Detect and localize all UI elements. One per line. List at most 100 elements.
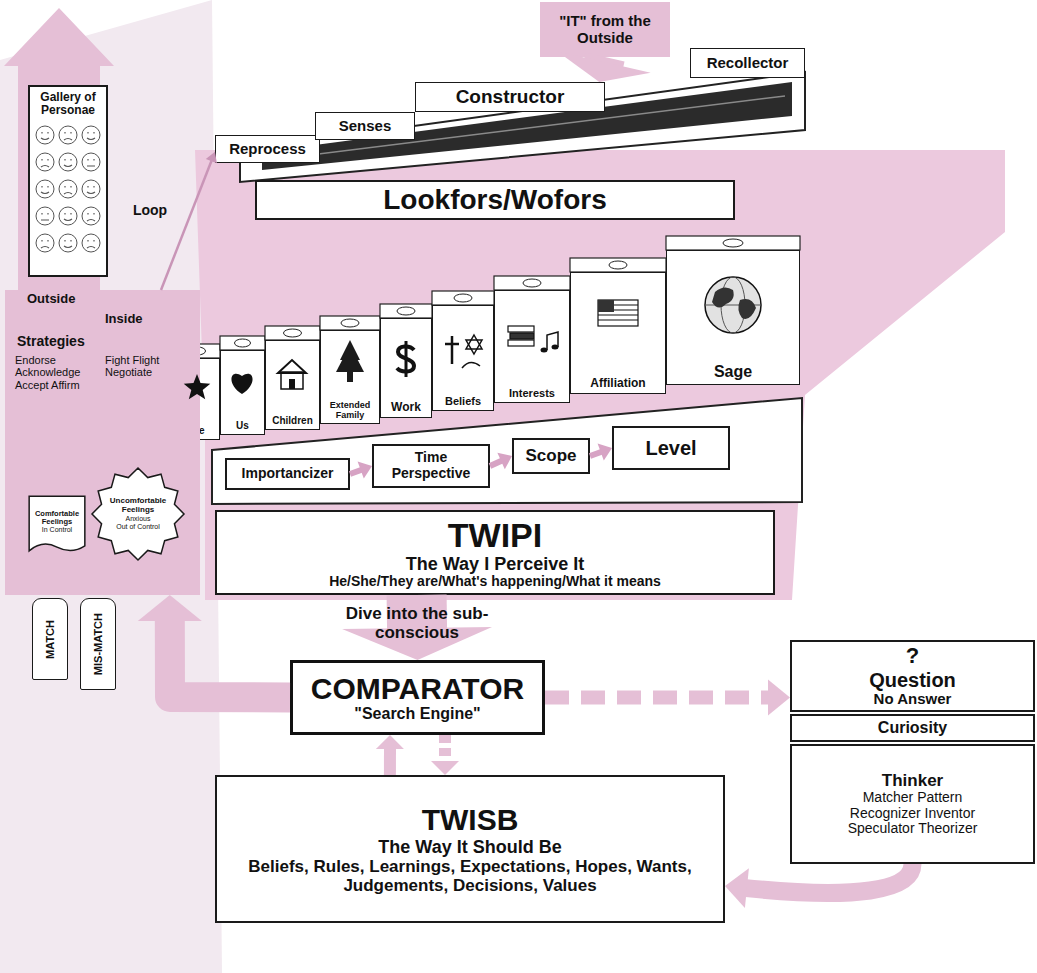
category-card: Us	[220, 350, 265, 435]
face-outline	[36, 126, 54, 144]
dollar-icon	[397, 346, 414, 371]
sensor-housing	[240, 72, 805, 182]
node-heading: Time Perspective	[377, 450, 485, 481]
text-stack: Sage	[667, 251, 799, 384]
lookfors-bar: Lookfors/Wofors	[255, 180, 735, 220]
card-tab	[494, 276, 570, 290]
connector	[161, 152, 217, 290]
arrow-head	[725, 868, 749, 908]
face-features	[41, 240, 49, 248]
node-heading: Reprocess	[229, 141, 306, 158]
sensor-tab: Recollector	[690, 48, 805, 78]
music-note	[541, 348, 548, 353]
text-stack: Beliefs	[433, 306, 493, 410]
text-stack: TWIPIThe Way I Perceive ItHe/She/They ar…	[217, 512, 773, 593]
node-text: Question	[869, 669, 956, 691]
arrow-head	[138, 595, 202, 621]
thinker-box: ThinkerMatcher Pattern Recognizer Invent…	[790, 744, 1035, 864]
filter-step: Level	[612, 426, 730, 470]
text-stack: Uncomfortable FeelingsAnxiousOut of Cont…	[92, 468, 184, 560]
text-stack: Senses	[316, 113, 414, 139]
flag-stripes	[598, 305, 638, 320]
text-stack: Gallery of Personae	[30, 87, 106, 275]
node-heading: Lookfors/Wofors	[383, 184, 606, 215]
face-features	[41, 159, 49, 167]
face-outline	[59, 234, 77, 252]
book-icon	[508, 326, 534, 332]
persona-face	[59, 126, 77, 144]
connector-line	[545, 691, 771, 705]
persona-face	[82, 126, 100, 144]
text-stack: Curiosity	[792, 716, 1033, 740]
arrow-head	[431, 761, 459, 775]
filter-step: Scope	[512, 438, 590, 474]
arrow-head	[376, 735, 404, 749]
face-features	[87, 213, 95, 221]
node-heading: "IT" from the Outside	[543, 13, 667, 47]
house-door	[289, 379, 295, 389]
face-features	[41, 132, 49, 140]
persona-face	[59, 234, 77, 252]
values-box: TWISBThe Way It Should BeBeliefs, Rules,…	[215, 775, 725, 923]
category-card: Extended Family	[320, 330, 380, 424]
text-stack: Recollector	[691, 49, 804, 77]
node-heading: Comfortable Feelings	[30, 510, 84, 527]
node-heading: MATCH	[44, 620, 56, 659]
text-stack: "IT" from the Outside	[540, 2, 670, 57]
face-outline	[82, 126, 100, 144]
match-tab: MIS-MATCH	[80, 598, 116, 690]
filter-step: Importancizer	[225, 458, 350, 490]
flag-canton	[598, 300, 614, 312]
face-outline	[59, 207, 77, 225]
arrow-head	[557, 51, 651, 82]
node-text: Out of Control	[116, 523, 160, 531]
globe-land	[712, 287, 756, 318]
input-arrow: "IT" from the Outside	[540, 2, 670, 57]
node-heading: COMPARATOR	[311, 672, 524, 706]
house-roof	[278, 360, 306, 373]
tab-ring	[397, 307, 415, 315]
node-text: The Way It Should Be	[378, 837, 561, 857]
face-features	[64, 186, 72, 194]
arrow-head	[497, 453, 512, 469]
persona-face	[59, 153, 77, 171]
text-stack: TWISBThe Way It Should BeBeliefs, Rules,…	[217, 777, 723, 921]
category-card: Beliefs	[432, 305, 494, 411]
comparator-box: COMPARATOR"Search Engine"	[290, 660, 545, 735]
persona-face	[36, 153, 54, 171]
filter-step: Time Perspective	[372, 444, 490, 488]
music-note	[552, 345, 559, 350]
sensor-tab: Constructor	[415, 82, 605, 112]
star-icon	[184, 374, 211, 399]
node-heading: Uncomfortable Feelings	[106, 497, 170, 515]
tab-ring	[454, 294, 472, 302]
persona-face	[59, 180, 77, 198]
node-heading: TWIPI	[448, 516, 542, 554]
house-wall	[281, 372, 303, 389]
face-outline	[82, 234, 100, 252]
cross-icon	[451, 336, 454, 364]
text-stack: Us	[221, 351, 264, 434]
face-features	[41, 213, 49, 220]
node-text: "Search Engine"	[354, 705, 480, 723]
music-stem	[547, 332, 558, 350]
face-features	[87, 132, 95, 140]
category-card: Affiliation	[570, 272, 666, 394]
text-stack: Children	[266, 341, 319, 429]
feelings-tag: Comfortable FeelingsIn Control	[28, 495, 86, 557]
connector	[350, 462, 372, 479]
globe-equator	[705, 305, 761, 306]
face-features	[41, 186, 49, 194]
arrow-head	[598, 444, 612, 461]
text-stack: Interests	[495, 291, 569, 402]
card-tab	[432, 291, 494, 305]
connector-line	[161, 160, 212, 290]
text-stack: Affiliation	[571, 273, 665, 393]
star-of-david	[466, 335, 482, 349]
gallery-box: Gallery of Personae	[28, 85, 108, 277]
node-text: Beliefs, Rules, Learnings, Expectations,…	[220, 857, 720, 895]
tree-crown	[340, 340, 360, 360]
face-outline	[82, 153, 100, 171]
tab-ring	[523, 279, 541, 287]
